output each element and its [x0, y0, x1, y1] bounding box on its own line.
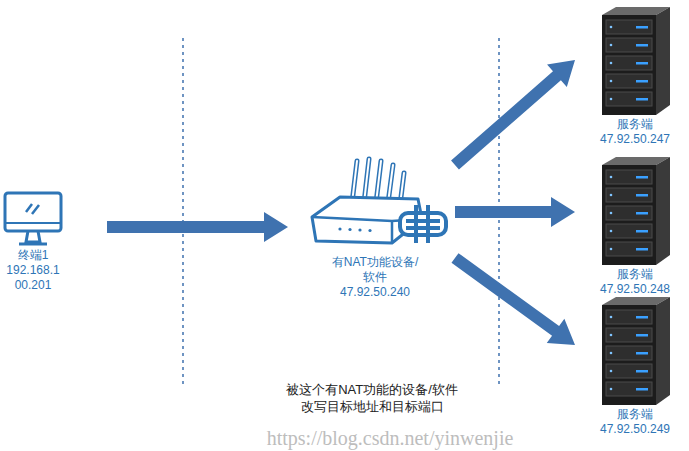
watermark: https://blog.csdn.net/yinwenjie: [205, 425, 575, 451]
node-icon: [594, 295, 676, 407]
node-icon: [594, 5, 676, 117]
caption-note: 被这个有NAT功能的设备/软件 改写目标地址和目标端口: [262, 382, 482, 416]
flow-arrow: [451, 253, 575, 345]
server-node: 服务端47.92.50.247: [585, 5, 685, 149]
server-node: 服务端47.92.50.249: [585, 295, 685, 439]
server-icon: [602, 157, 670, 265]
node-name: 服务端: [587, 267, 683, 282]
node-icon: [594, 155, 676, 267]
boundary-line: [182, 38, 184, 386]
computer-icon: [5, 193, 61, 244]
ip-address: 192.168.1 00.201: [4, 263, 62, 293]
flow-arrow: [455, 197, 575, 227]
terminal-node: 终端1192.168.1 00.201: [2, 190, 64, 295]
ip-address: 47.92.50.249: [587, 422, 683, 437]
ip-address: 47.92.50.248: [587, 282, 683, 297]
router-icon: [312, 159, 446, 243]
node-name: 服务端: [587, 407, 683, 422]
ip-address: 47.92.50.240: [323, 285, 427, 300]
flow-arrow: [107, 212, 288, 242]
node-name: 终端1: [4, 248, 62, 263]
node-icon: [300, 155, 450, 255]
ip-address: 47.92.50.247: [587, 132, 683, 147]
node-name: 服务端: [587, 117, 683, 132]
nat-device-node: 有NAT功能设备/ 软件47.92.50.240: [300, 155, 450, 302]
flow-arrow: [451, 60, 575, 170]
nat-port-symbol: [400, 205, 446, 243]
server-node: 服务端47.92.50.248: [585, 155, 685, 299]
server-icon: [602, 297, 670, 405]
node-icon: [2, 190, 64, 248]
server-icon: [602, 7, 670, 115]
node-name: 有NAT功能设备/ 软件: [323, 255, 427, 285]
